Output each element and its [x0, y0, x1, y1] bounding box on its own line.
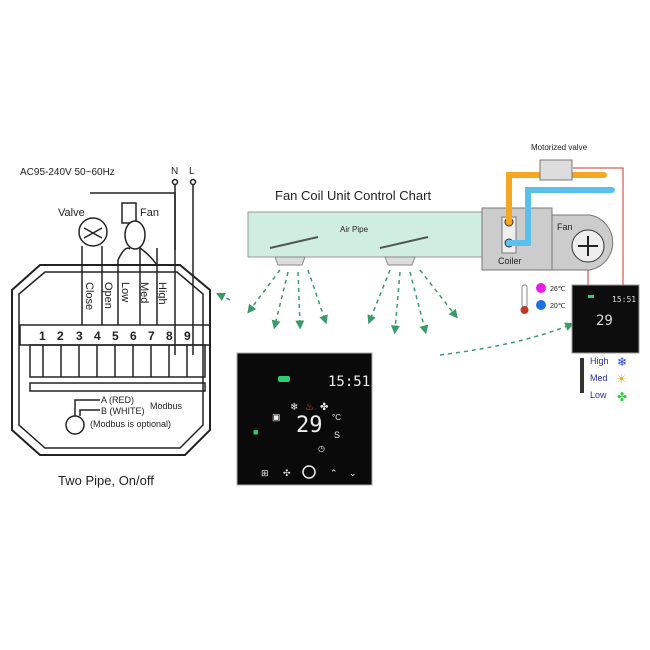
temp-display: 29: [296, 413, 323, 438]
live-label: L: [189, 166, 195, 177]
wifi-indicator: [278, 376, 290, 382]
airflow-arrows: [215, 269, 575, 356]
speed-med: Med: [590, 373, 608, 383]
menu-button[interactable]: ⊞: [261, 468, 269, 478]
set-unit: S: [334, 430, 340, 440]
modbus-a-label: A (RED): [101, 395, 134, 405]
terminal-number: 8: [166, 329, 173, 343]
coiler-label: Coiler: [498, 256, 522, 266]
small-thermostat: 15:51 29: [571, 284, 640, 354]
air-pipe: Air Pipe: [247, 211, 485, 266]
thermometer-icon: [521, 284, 528, 308]
lock-icon: ▣: [272, 412, 281, 422]
fan-speed-legend: High Med Low ❄ ☀ ✤: [580, 355, 627, 404]
wiring-caption: Two Pipe, On/off: [58, 473, 154, 488]
eco-icon: ■: [253, 427, 258, 437]
fan-mode-icon: ✤: [320, 402, 328, 413]
chart-title: Fan Coil Unit Control Chart: [275, 188, 431, 203]
down-button[interactable]: ⌄: [349, 468, 357, 478]
temp-unit: °C: [332, 413, 341, 422]
modbus-label: Modbus: [150, 401, 183, 411]
terminal-low: Low: [119, 282, 131, 302]
terminal-number: 6: [130, 329, 137, 343]
terminal-open: Open: [102, 282, 114, 309]
neutral-label: N: [171, 166, 178, 177]
valve-icon: [78, 217, 108, 247]
fan-speed-button[interactable]: ✣: [283, 468, 291, 478]
terminal-number: 7: [148, 329, 155, 343]
thermostat-panel: 15:51 ❄ ♨ ✤ ▣ ■ 29 °C S ◷: [236, 352, 373, 486]
svg-text:29: 29: [596, 313, 613, 329]
speed-high: High: [590, 356, 609, 366]
valve-label: Valve: [58, 207, 85, 219]
temperature-legend: 26℃ 20℃: [520, 283, 566, 314]
terminal-med: Med: [138, 282, 150, 303]
clock-icon: ◷: [318, 444, 325, 453]
terminal-number: 2: [57, 329, 64, 343]
up-button[interactable]: ⌃: [330, 468, 338, 478]
supply-label: AC95-240V 50~60Hz: [20, 167, 115, 178]
terminal-number: 9: [184, 329, 191, 343]
terminal-high: High: [156, 282, 168, 305]
motorized-valve-label: Motorized valve: [531, 143, 588, 152]
power-button[interactable]: [302, 465, 316, 479]
control-wires: [573, 167, 624, 285]
modbus-b-label: B (WHITE): [101, 406, 145, 416]
terminal-close: Close: [83, 282, 95, 310]
terminal-number: 4: [94, 329, 101, 343]
terminal-number: 3: [76, 329, 83, 343]
svg-text:15:51: 15:51: [612, 295, 636, 304]
speed-low: Low: [590, 390, 607, 400]
fan-motor-icon: [124, 220, 146, 250]
hot-temp-label: 26℃: [550, 286, 566, 293]
modbus-note: (Modbus is optional): [90, 419, 171, 429]
fan-label: Fan: [140, 207, 159, 219]
motorized-valve-icon: [539, 159, 573, 181]
wiring-diagram: [11, 178, 211, 456]
terminal-number: 1: [39, 329, 46, 343]
thermostat-buttons: ⊞ ✣ ⌃ ⌄: [261, 465, 357, 479]
air-pipe-label: Air Pipe: [340, 225, 369, 234]
terminal-number: 5: [112, 329, 119, 343]
cold-temp-label: 20℃: [550, 303, 566, 310]
fan-icon: ✤: [617, 390, 627, 404]
cool-mode-icon: ❄: [290, 402, 298, 413]
time-display: 15:51: [328, 374, 370, 390]
fan-unit-label: Fan: [557, 222, 573, 232]
snowflake-icon: ❄: [617, 355, 627, 369]
sun-icon: ☀: [616, 372, 627, 386]
heat-mode-icon: ♨: [305, 402, 314, 413]
coil-unit: Coiler Fan: [481, 207, 614, 271]
